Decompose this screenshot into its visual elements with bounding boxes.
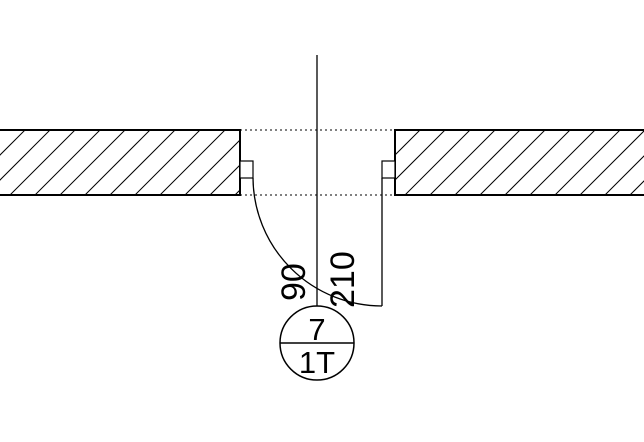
hatch-line <box>604 155 644 195</box>
right-wall-hatch <box>395 130 644 195</box>
hatch-line <box>260 130 325 195</box>
door-tag: 7 1T <box>279 305 355 381</box>
hatch-line <box>59 130 126 195</box>
hatch-line <box>504 130 571 195</box>
door-width-label: 90 <box>275 263 313 301</box>
hatch-line <box>9 130 76 195</box>
hatch-line <box>395 130 421 156</box>
right-wall-outline <box>394 129 644 196</box>
hatch-line <box>0 130 26 156</box>
hatch-line <box>529 130 596 195</box>
hatch-line <box>579 130 644 195</box>
hatch-line <box>629 180 644 195</box>
hatch-line <box>109 130 176 195</box>
hatch-line <box>554 130 621 195</box>
hatch-line <box>404 130 471 195</box>
hatch-line <box>84 130 151 195</box>
door-swing-arc <box>252 177 383 307</box>
door-tag-number: 7 <box>308 312 325 347</box>
left-jamb <box>239 160 254 179</box>
hatch-line <box>34 130 101 195</box>
right-wall <box>394 129 644 196</box>
door-tag-type: 1T <box>299 345 335 380</box>
left-wall <box>0 129 325 196</box>
hatch-line <box>395 130 446 181</box>
hatch-line <box>159 130 226 195</box>
hatch-line <box>209 164 240 195</box>
hatch-line <box>429 130 496 195</box>
hatch-line <box>134 130 201 195</box>
right-jamb <box>381 160 396 179</box>
door-height-label: 210 <box>324 251 362 308</box>
hatch-line <box>454 130 521 195</box>
hatch-line <box>0 130 51 181</box>
hatch-line <box>479 130 546 195</box>
left-wall-hatch <box>0 130 325 195</box>
